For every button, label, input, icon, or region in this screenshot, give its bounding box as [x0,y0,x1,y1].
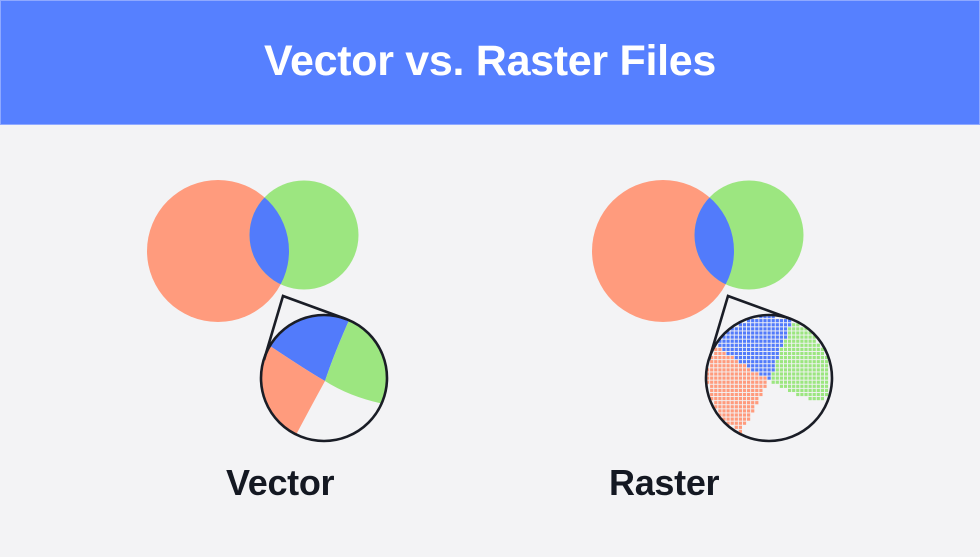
vector-magnifier-pointer [262,294,347,361]
page-title: Vector vs. Raster Files [263,37,716,85]
vector-label: Vector [226,462,335,503]
raster-panel [592,180,834,443]
raster-label: Raster [609,462,720,503]
raster-magnifier [704,294,834,443]
raster-pixel-grid [706,315,829,433]
raster-magnifier-pointer [707,294,792,361]
vector-magnifier-ring [259,313,389,443]
raster-magnifier-ring [704,313,834,443]
vector-venn-diagram [147,180,359,322]
vector-magnifier [259,294,389,443]
raster-venn-diagram [592,180,804,322]
vector-panel [147,180,389,443]
title-banner: Vector vs. Raster Files [0,0,980,125]
